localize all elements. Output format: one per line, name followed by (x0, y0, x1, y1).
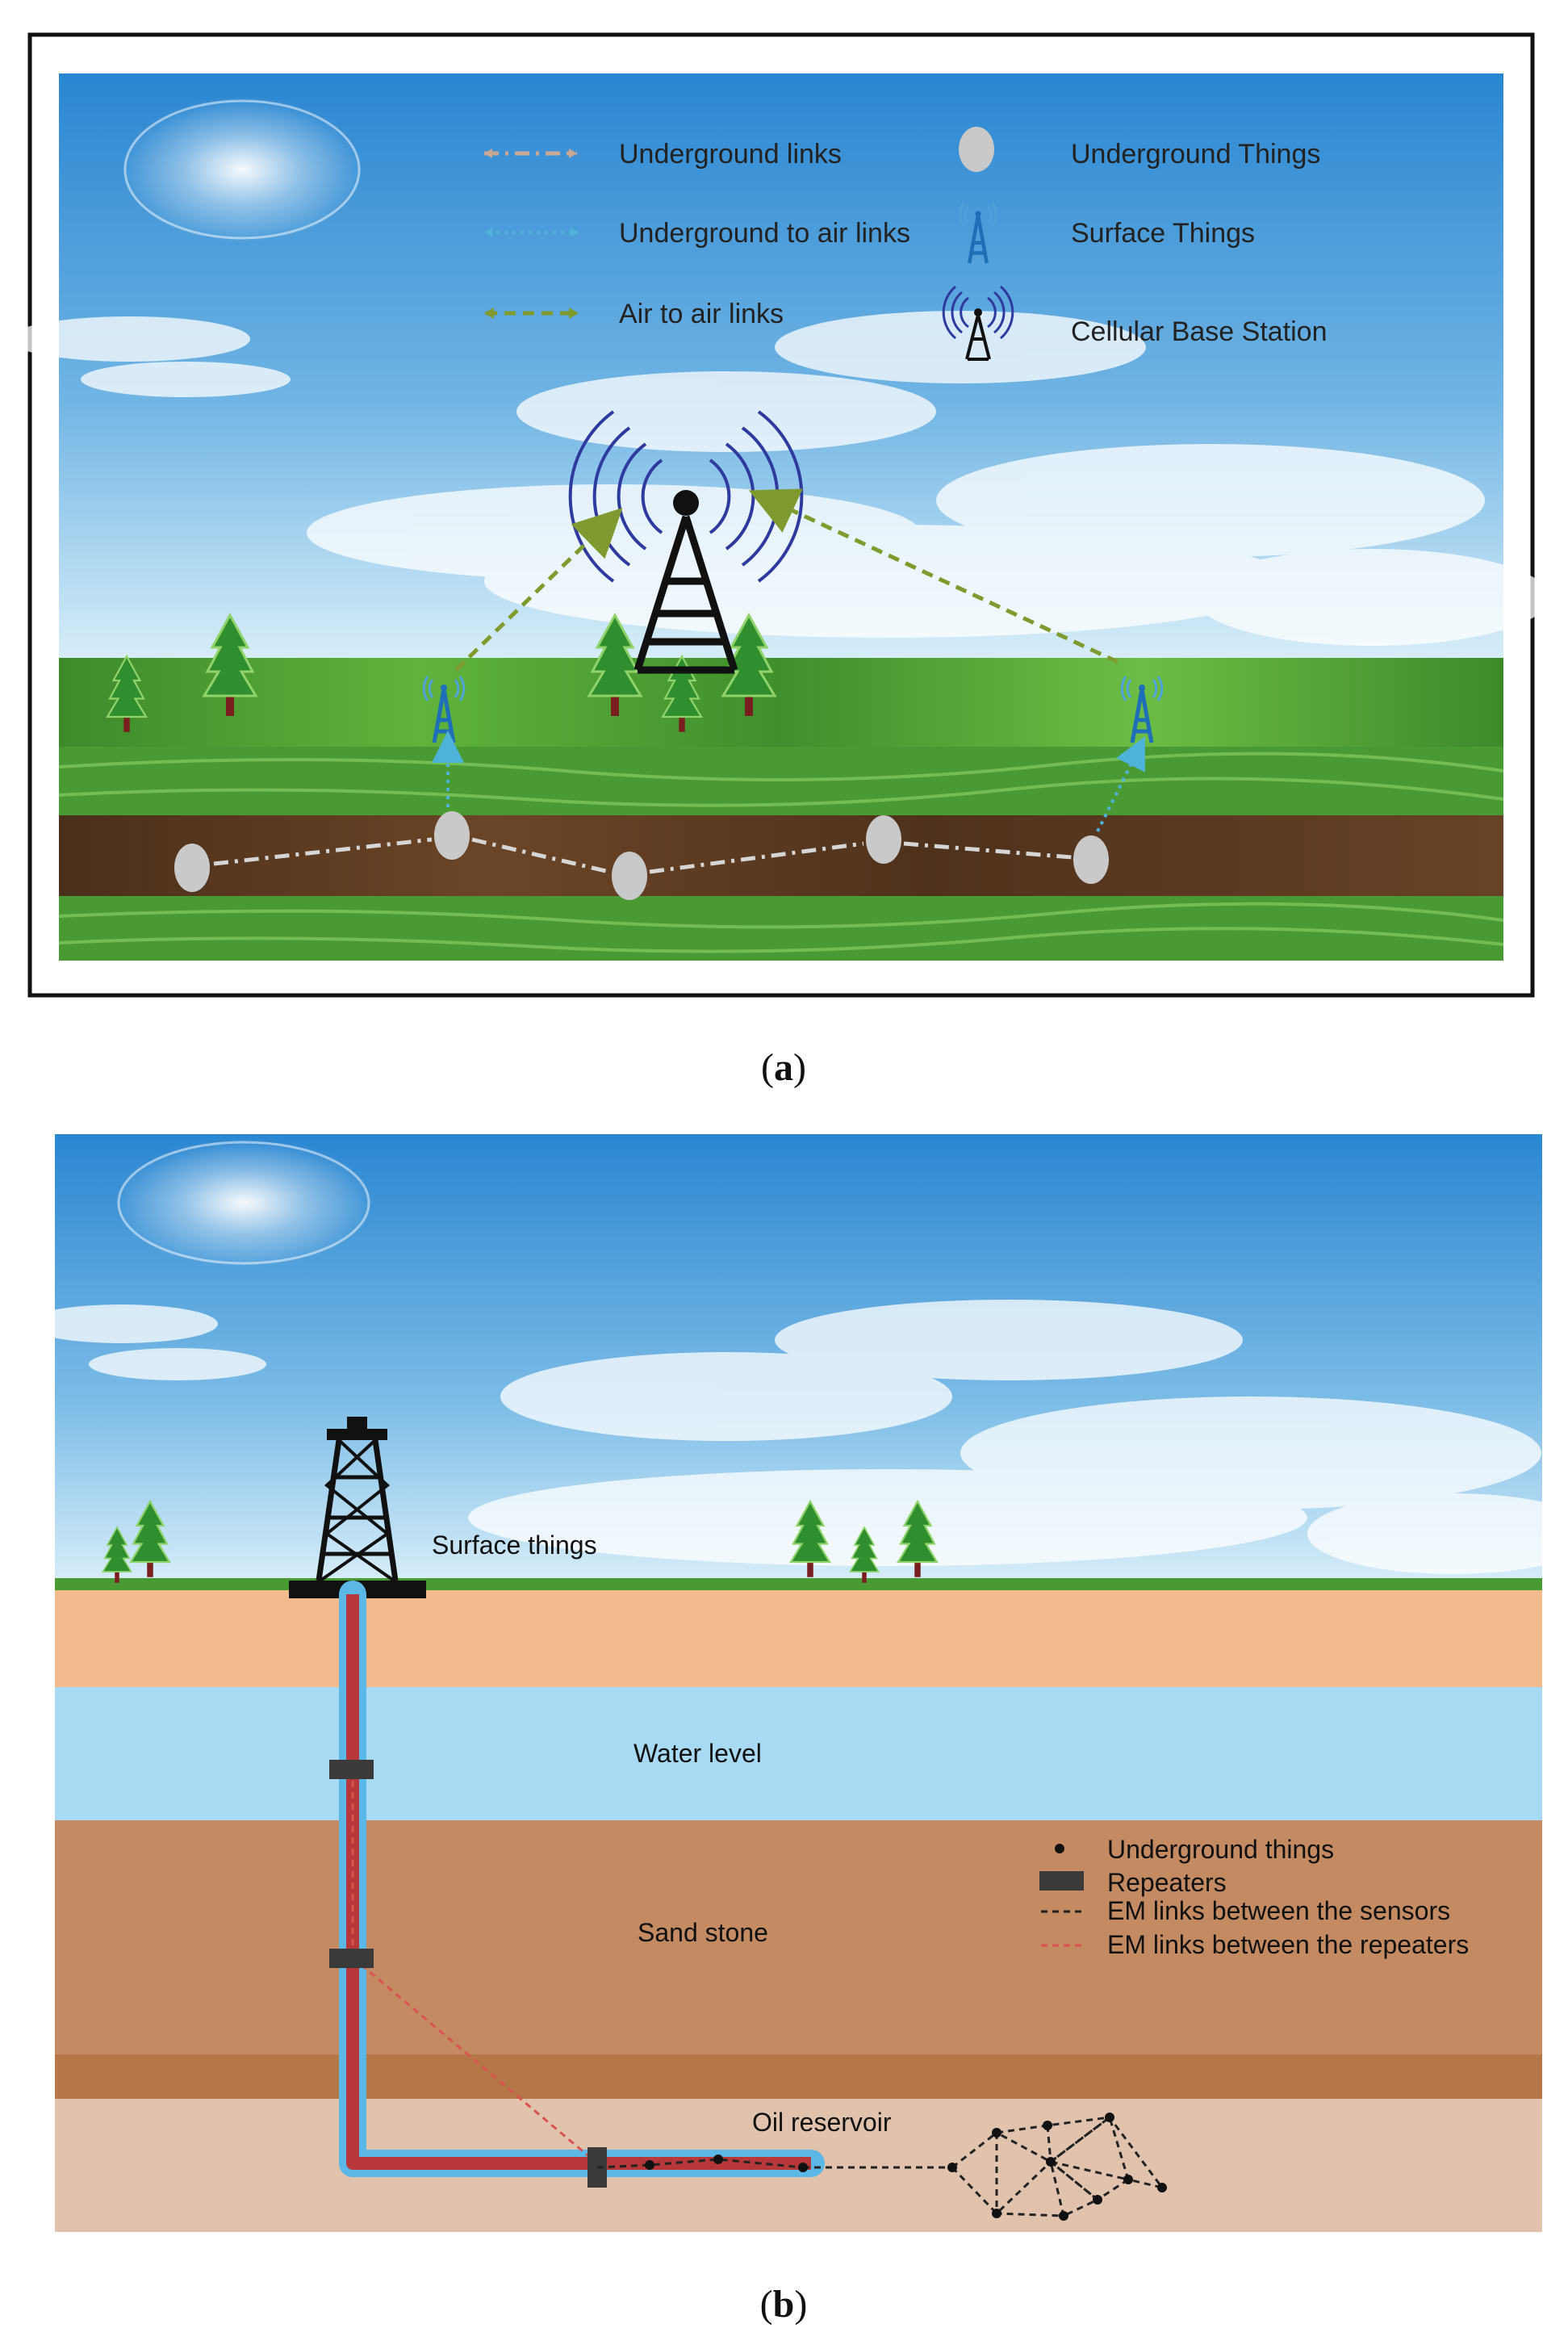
legend-underground-things: Underground Things (1071, 139, 1320, 170)
underground-thing (713, 2154, 723, 2164)
air-to-air-link (748, 488, 1119, 664)
underground-things-b (645, 2113, 1167, 2221)
legend-em-links-sensors: EM links between the sensors (1107, 1896, 1450, 1925)
underground-thing (1043, 2121, 1052, 2130)
underground-to-air-link (1096, 736, 1145, 832)
repeater (329, 1760, 374, 1779)
legend-repeater-icon (1039, 1871, 1084, 1891)
legend-repeaters: Repeaters (1107, 1868, 1227, 1897)
legend-underground-thing-icon (959, 127, 994, 172)
label-sand-stone: Sand stone (638, 1918, 768, 1947)
underground-thing (992, 2128, 1001, 2138)
legend-surface-things: Surface Things (1071, 218, 1255, 249)
legend-underground-things: Underground things (1107, 1835, 1334, 1864)
legend-air-to-air-links: Air to air links (619, 299, 784, 329)
underground-thing (1073, 835, 1109, 884)
figure-a-frame (27, 32, 1535, 998)
underground-thing (645, 2160, 654, 2170)
clouds (24, 1300, 1568, 1574)
underground-link (649, 841, 864, 874)
caption-b: (b) (760, 2283, 808, 2326)
legend-base-station-icon (942, 285, 1014, 361)
legend-b: Underground things Repeaters EM links be… (1039, 1835, 1469, 1959)
air-to-air-link (454, 508, 623, 672)
sandstone-lower-layer (55, 2054, 1542, 2099)
legend-underground-links: Underground links (619, 139, 842, 170)
underground-thing (1157, 2183, 1167, 2192)
underground-thing (947, 2163, 957, 2172)
underground-thing (612, 852, 647, 900)
em-repeater-link (352, 1956, 598, 2165)
legend-cellular-base-station: Cellular Base Station (1071, 316, 1328, 347)
sandstone-layer (55, 1820, 1542, 2054)
underground-thing (174, 844, 210, 892)
clouds (8, 311, 1549, 646)
surface-grass (59, 658, 1503, 748)
caption-a: (a) (761, 1046, 806, 1089)
label-water-level: Water level (633, 1739, 762, 1768)
label-surface-things: Surface things (432, 1531, 597, 1560)
underground-thing (1093, 2195, 1102, 2205)
underground-link (213, 837, 433, 866)
legend-underground-thing-icon (1055, 1844, 1064, 1853)
grass-line (55, 1578, 1542, 1590)
water-layer (55, 1687, 1542, 1820)
legend-em-links-repeaters: EM links between the repeaters (1107, 1930, 1469, 1959)
underground-thing (866, 815, 901, 864)
underground-thing (1059, 2211, 1068, 2221)
label-oil-reservoir: Oil reservoir (752, 2108, 892, 2137)
underground-thing (1046, 2157, 1056, 2167)
underground-thing (1123, 2175, 1133, 2184)
repeater (329, 1949, 374, 1968)
underground-thing (992, 2209, 1001, 2218)
sun (121, 97, 363, 242)
underground-thing (1105, 2113, 1114, 2122)
topsoil-layer (55, 1590, 1542, 1687)
underground-link (471, 837, 610, 874)
legend-a: Underground links Underground to air lin… (484, 127, 1328, 361)
underground-thing (434, 811, 470, 860)
underground-link (903, 841, 1073, 860)
legend-underground-to-air-links: Underground to air links (619, 218, 910, 249)
underground-things (174, 811, 1109, 900)
underground-thing (798, 2163, 808, 2172)
sun (115, 1138, 373, 1267)
